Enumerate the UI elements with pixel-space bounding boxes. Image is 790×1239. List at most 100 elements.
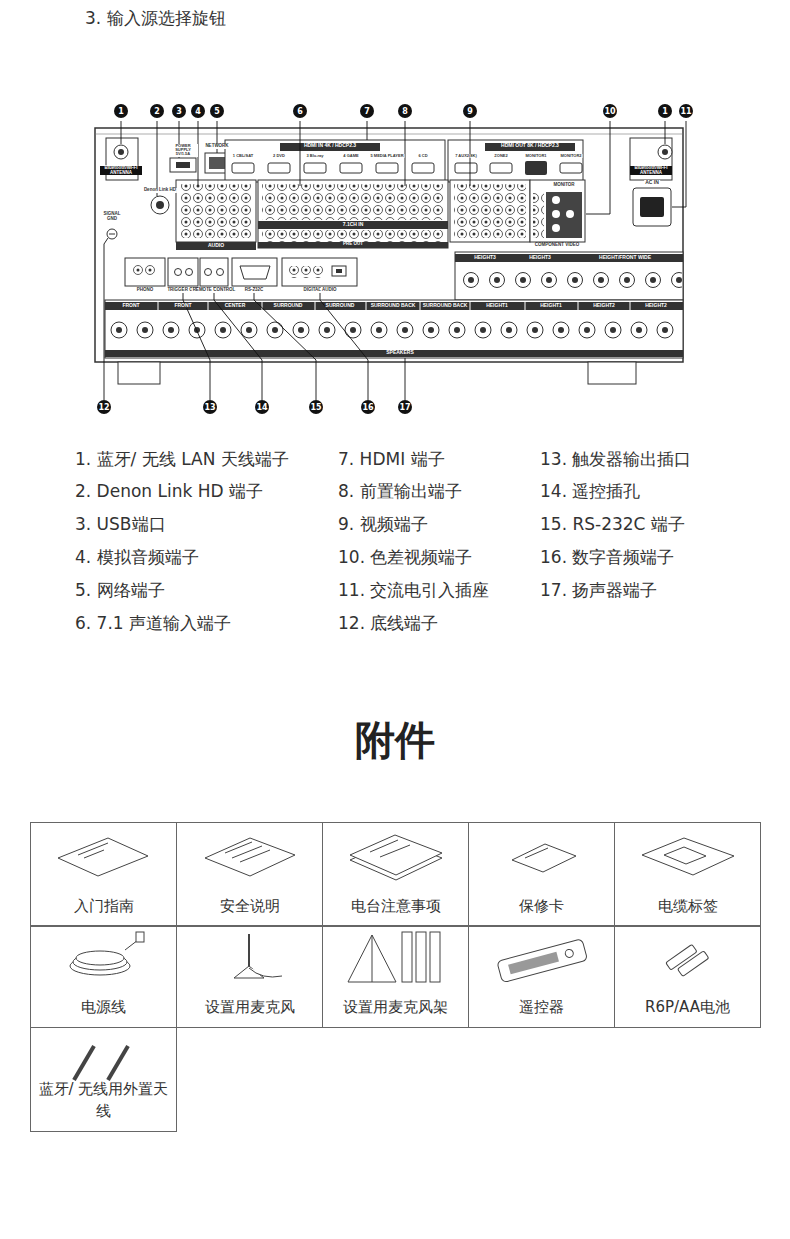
legend-item: 9. 视频端子: [338, 514, 428, 534]
callout-number: 2: [150, 104, 164, 118]
accessory-cell: 电缆标签: [614, 822, 761, 927]
panel-label: NETWORK: [204, 144, 229, 149]
legend-item: 2. Denon Link HD 端子: [75, 481, 263, 501]
accessory-name: 设置用麦克风: [181, 996, 318, 1018]
accessory-name: 遥控器: [473, 996, 610, 1018]
panel-label: REMOTE CONTROL: [192, 288, 237, 293]
panel-label: RS-232C: [244, 288, 265, 293]
legend-item: 14. 遥控插孔: [540, 481, 640, 501]
callout-number: 13: [203, 400, 217, 414]
callout-number: 17: [398, 400, 412, 414]
panel-label: CENTER: [224, 303, 247, 308]
accessory-cell: 遥控器: [468, 925, 615, 1028]
panel-label: Denon Link HD: [143, 188, 177, 193]
panel-label: HEIGHT2: [592, 303, 616, 308]
panel-label: HEIGHT2: [644, 303, 668, 308]
callout-number: 6: [293, 104, 307, 118]
section-title: 附件: [0, 717, 790, 763]
legend-item: 1. 蓝牙/ 无线 LAN 天线端子: [75, 449, 289, 469]
panel-label: SURROUND BACK: [422, 303, 469, 308]
legend-item: 11. 交流电引入插座: [338, 580, 489, 600]
panel-label: FRONT: [121, 303, 140, 308]
accessory-name: 保修卡: [473, 895, 610, 917]
accessory-name: 入门指南: [35, 895, 172, 917]
page-heading: 3. 输入源选择旋钮: [85, 8, 226, 28]
panel-label: DIGITAL AUDIO: [302, 288, 337, 293]
callout-number: 11: [679, 104, 693, 118]
panel-label: ZONE2: [493, 154, 508, 158]
accessory-name: 电缆标签: [619, 895, 756, 917]
legend-item: 17. 扬声器端子: [540, 580, 657, 600]
panel-label: HEIGHT1: [485, 303, 509, 308]
accessory-name: 安全说明: [181, 895, 318, 917]
legend-item: 15. RS-232C 端子: [540, 514, 685, 534]
panel-label: SIGNAL GND: [99, 212, 125, 221]
callout-number: 4: [191, 104, 205, 118]
panel-label: PRE OUT: [342, 242, 364, 247]
panel-label: HEIGHT3: [528, 255, 552, 260]
panel-label: 1 CBL/SAT: [232, 154, 254, 158]
panel-label: 5 MEDIA PLAYER: [369, 154, 404, 158]
callout-number: 3: [172, 104, 186, 118]
panel-label: HDMI OUT 8K / HDCP2.3: [500, 143, 560, 148]
legend-item: 10. 色差视频端子: [338, 547, 472, 567]
callout-number: 10: [603, 104, 617, 118]
accessory-cell: 设置用麦克风: [176, 925, 323, 1028]
legend-item: 5. 网络端子: [75, 580, 165, 600]
accessory-name: 蓝牙/ 无线用外置天线: [35, 1078, 172, 1122]
accessory-cell: 电台注意事项: [322, 822, 469, 927]
panel-label: 6 CD: [417, 154, 428, 158]
legend-item: 6. 7.1 声道输入端子: [75, 613, 231, 633]
panel-label: COMPONENT VIDEO: [534, 243, 581, 248]
callout-number: 8: [398, 104, 412, 118]
panel-label: MONITOR: [552, 183, 575, 188]
callout-number: 1: [114, 104, 128, 118]
accessory-cell: 蓝牙/ 无线用外置天线: [30, 1027, 177, 1132]
accessory-cell: 电源线: [30, 925, 177, 1028]
panel-label: 7.1CH IN: [342, 222, 365, 227]
accessory-name: R6P/AA电池: [619, 996, 756, 1018]
accessory-cell: 保修卡: [468, 822, 615, 927]
accessory-name: 设置用麦克风架: [327, 996, 464, 1018]
legend-item: 8. 前置输出端子: [338, 481, 462, 501]
legend-item: 16. 数字音频端子: [540, 547, 674, 567]
callout-number: 9: [463, 104, 477, 118]
legend-item: 7. HDMI 端子: [338, 449, 445, 469]
panel-label: HEIGHT3: [473, 255, 497, 260]
legend-item: 12. 底线端子: [338, 613, 438, 633]
panel-label: 4 GAME: [342, 154, 359, 158]
panel-label: HEIGHT1: [539, 303, 563, 308]
panel-label: PHONO: [136, 288, 155, 293]
panel-label: POWER SUPPLY 5V/1.5A: [168, 144, 198, 157]
callout-number: 14: [255, 400, 269, 414]
panel-label: SPEAKERS: [385, 350, 415, 355]
legend-item: 3. USB端口: [75, 514, 166, 534]
callout-number: 16: [361, 400, 375, 414]
callout-number: 12: [97, 400, 111, 414]
callout-number: 7: [360, 104, 374, 118]
panel-label: FRONT: [173, 303, 192, 308]
accessory-cell: 入门指南: [30, 822, 177, 927]
panel-label: 7 AUX2(8K): [454, 154, 478, 158]
callout-number: 1: [658, 104, 672, 118]
panel-label: Bluetooth/Wi-Fi ANTENNA: [100, 166, 142, 175]
panel-label: MONITOR2: [559, 154, 582, 158]
panel-label: HEIGHT/FRONT WIDE: [598, 255, 652, 260]
accessory-cell: 设置用麦克风架: [322, 925, 469, 1028]
panel-label: AC IN: [644, 180, 660, 185]
legend-item: 4. 模拟音频端子: [75, 547, 199, 567]
panel-label: SURROUND BACK: [370, 303, 417, 308]
panel-label: MONITOR1: [524, 154, 547, 158]
callout-number: 15: [309, 400, 323, 414]
accessory-cell: R6P/AA电池: [614, 925, 761, 1028]
panel-label: Bluetooth/Wi-Fi ANTENNA: [630, 166, 672, 175]
accessory-cell: 安全说明: [176, 822, 323, 927]
legend-item: 13. 触发器输出插口: [540, 449, 691, 469]
panel-label: 3 Blu-ray: [305, 154, 324, 158]
panel-label: SURROUND: [273, 303, 304, 308]
accessory-name: 电台注意事项: [327, 895, 464, 917]
callout-number: 5: [210, 104, 224, 118]
panel-label: 2 DVD: [272, 154, 286, 158]
panel-label: AUDIO: [207, 243, 225, 248]
